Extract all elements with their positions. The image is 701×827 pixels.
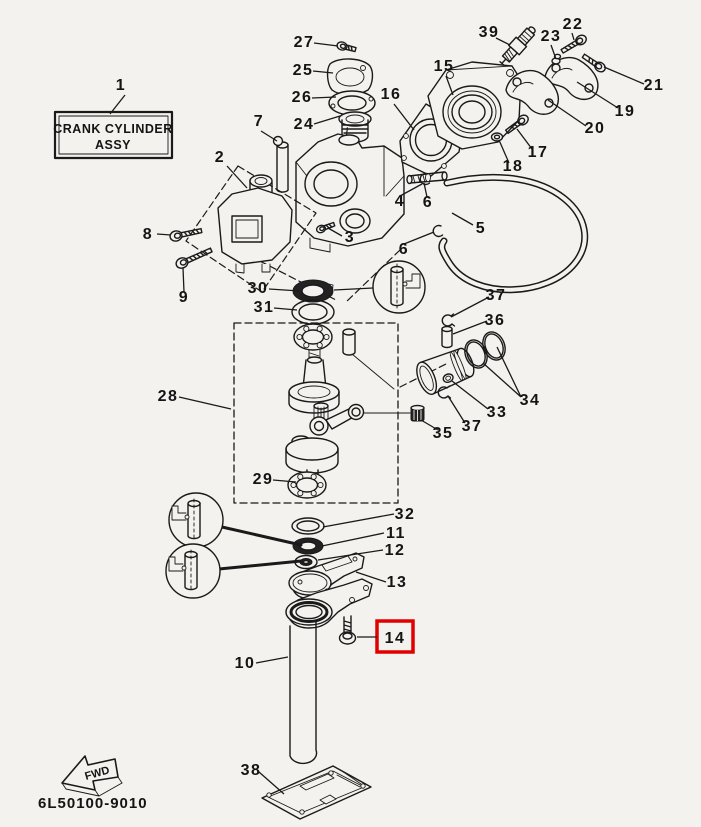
callout-33[interactable]: 33	[487, 404, 508, 421]
callout-24[interactable]: 24	[294, 116, 315, 133]
callout-34[interactable]: 34	[520, 392, 541, 409]
assembly-label-line1: CRANK CYLINDER	[53, 122, 173, 136]
detail-circle-seal-orientation	[372, 260, 426, 314]
part-34-piston-rings	[464, 331, 506, 369]
callout-17[interactable]: 17	[528, 144, 549, 161]
detail-circle-seal-lower	[165, 543, 221, 599]
part-5-hose	[438, 174, 589, 294]
callout-38[interactable]: 38	[241, 762, 262, 779]
part-19-bracket	[544, 56, 599, 101]
part-23-nut	[551, 53, 562, 65]
part-36-piston-pin	[441, 325, 453, 349]
callout-8[interactable]: 8	[143, 226, 153, 243]
part-2-crankcase	[217, 174, 293, 274]
callout-14[interactable]: 14	[385, 630, 406, 647]
part-9-bolt	[175, 247, 213, 269]
fwd-arrow: FWD	[61, 755, 123, 797]
callout-32[interactable]: 32	[395, 506, 416, 523]
part-28-crankshaft-assembly	[285, 323, 411, 499]
detail-line-30	[333, 287, 374, 291]
callout-16[interactable]: 16	[381, 86, 402, 103]
part-8-bolt	[169, 227, 203, 242]
part-25-cover	[326, 58, 374, 96]
callout-26[interactable]: 26	[292, 89, 313, 106]
callout-36[interactable]: 36	[485, 312, 506, 329]
part-39-spark-plug	[499, 26, 536, 66]
part-10-guide-tube	[285, 578, 373, 765]
detail-line-11	[220, 525, 303, 547]
callout-29[interactable]: 29	[253, 471, 274, 488]
callout-20[interactable]: 20	[585, 120, 606, 137]
callout-11[interactable]: 11	[386, 525, 406, 542]
callout-35[interactable]: 35	[433, 425, 454, 442]
callout-3[interactable]: 3	[345, 229, 355, 246]
part-4-fitting	[406, 171, 448, 185]
part-15-head-cover	[427, 61, 522, 150]
callout-22[interactable]: 22	[563, 16, 584, 33]
callout-2[interactable]: 2	[215, 149, 225, 166]
callout-10[interactable]: 10	[235, 655, 256, 672]
callout-4[interactable]: 4	[395, 193, 405, 210]
callout-13[interactable]: 13	[387, 574, 408, 591]
callout-5[interactable]: 5	[476, 220, 486, 237]
callout-30[interactable]: 30	[248, 280, 269, 297]
callout-6a[interactable]: 6	[423, 194, 433, 211]
callout-27[interactable]: 27	[294, 34, 315, 51]
part-cylinder-block	[295, 133, 405, 253]
part-11-oil-seal	[292, 537, 324, 555]
callout-15[interactable]: 15	[434, 58, 455, 75]
part-2-dashed-outline	[185, 165, 317, 293]
part-33-piston	[416, 347, 475, 395]
part-13-plate	[288, 552, 365, 600]
callout-18[interactable]: 18	[503, 158, 524, 175]
part-16-head-gasket	[399, 103, 464, 177]
callout-19[interactable]: 19	[615, 103, 636, 120]
callout-9[interactable]: 9	[179, 289, 189, 306]
part-37-circlip-upper	[441, 313, 456, 327]
part-20-bracket	[505, 69, 559, 115]
part-27-bolt	[336, 41, 357, 53]
callout-numbers: 1 2 3 4 5 6 6 7 8 9 10 11 12 13 14 15 16…	[116, 16, 665, 779]
part-21-bolt	[581, 53, 606, 73]
part-22-bolt	[560, 34, 587, 54]
assembly-label-line2: ASSY	[95, 138, 131, 152]
part-26-gasket	[328, 90, 376, 116]
callout-39[interactable]: 39	[479, 24, 500, 41]
part-7-pin	[272, 135, 289, 193]
part-18-washer	[490, 132, 504, 142]
leader-lines	[109, 32, 645, 795]
assembly-label-box: CRANK CYLINDER ASSY	[53, 110, 174, 160]
callout-21[interactable]: 21	[644, 77, 665, 94]
part-32-ring	[291, 517, 325, 535]
callout-23[interactable]: 23	[541, 28, 562, 45]
part-6-clip-upper	[419, 172, 431, 186]
callout-12[interactable]: 12	[385, 542, 406, 559]
part-3-bolt	[315, 221, 336, 234]
callout-7[interactable]: 7	[254, 113, 264, 130]
callout-6b[interactable]: 6	[399, 241, 409, 258]
part-17-bolt	[504, 114, 529, 135]
callout-31[interactable]: 31	[254, 299, 275, 316]
part-35-small-end-bearing	[410, 404, 425, 422]
callout-1[interactable]: 1	[116, 77, 126, 94]
detail-circle-seal-upper	[168, 492, 224, 548]
part-14-bolt	[338, 615, 357, 645]
callout-37b[interactable]: 37	[462, 418, 483, 435]
part-38-gasket	[261, 765, 372, 820]
part-code: 6L50100-9010	[38, 795, 148, 812]
callout-28[interactable]: 28	[158, 388, 179, 405]
callout-37a[interactable]: 37	[486, 287, 507, 304]
part-30-oil-seal	[292, 279, 334, 303]
callout-25[interactable]: 25	[293, 62, 314, 79]
detail-line-12	[217, 559, 303, 571]
